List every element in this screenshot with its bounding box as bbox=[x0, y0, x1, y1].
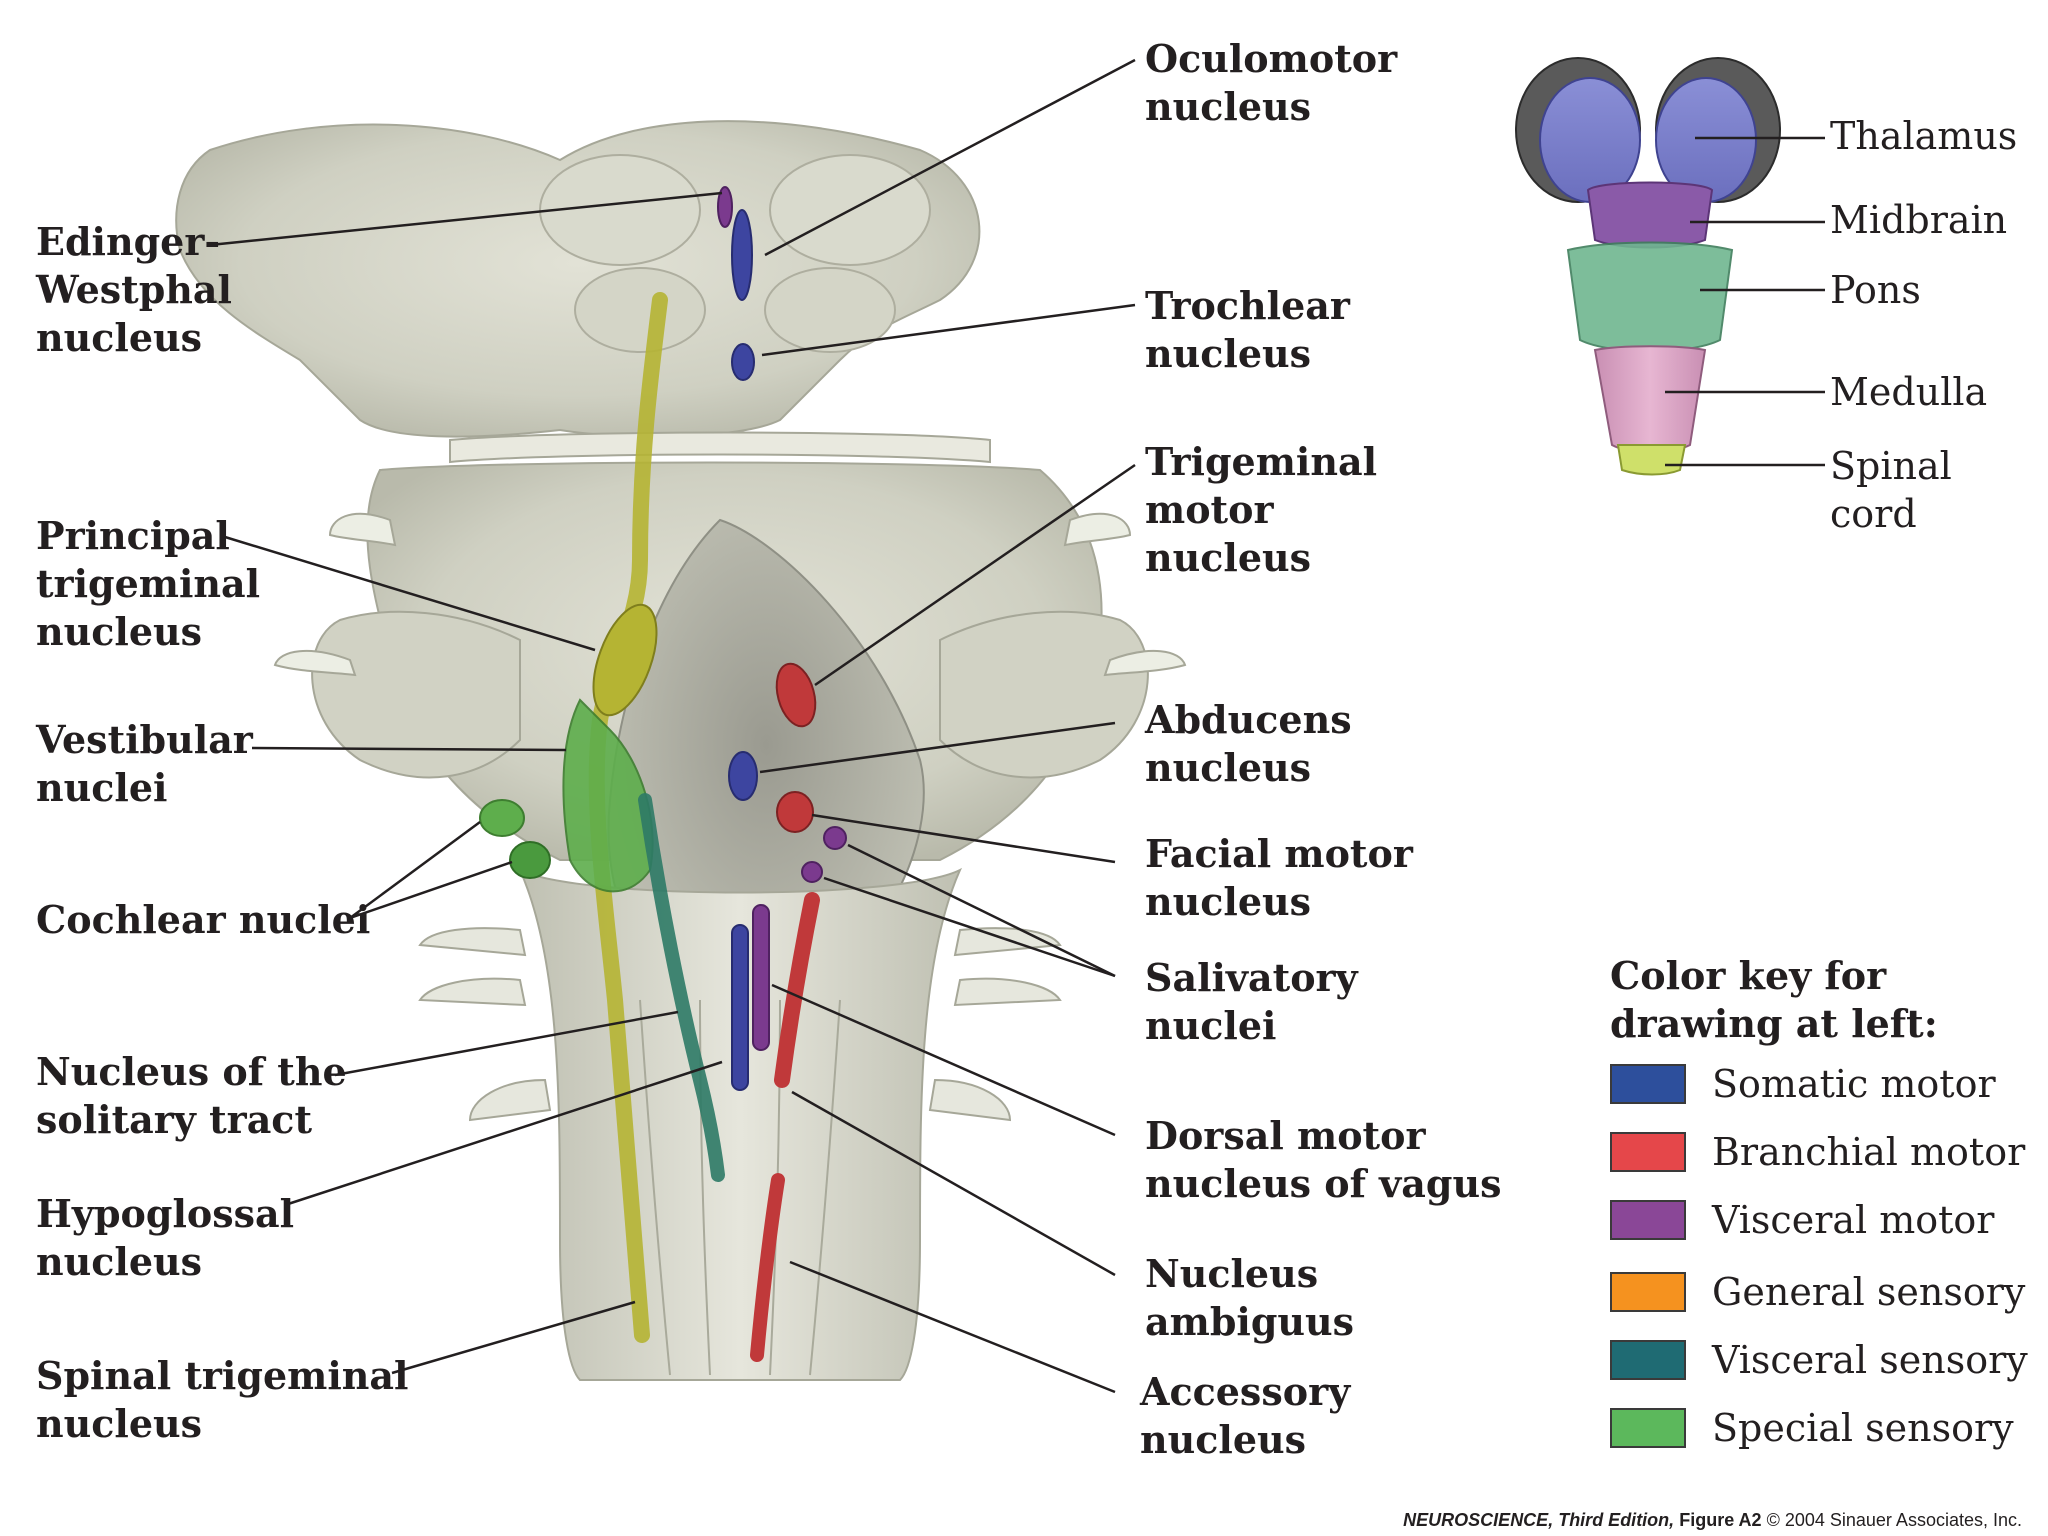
label-edinger-westphal: Edinger- Westphal nucleus bbox=[36, 219, 232, 360]
color-key-swatch bbox=[1610, 1200, 1686, 1240]
ventral-cochlear-nucleus bbox=[509, 841, 551, 879]
credit-copyright: © 2004 Sinauer Associates, Inc. bbox=[1766, 1510, 2022, 1530]
color-key-item: General sensory bbox=[1610, 1270, 2025, 1314]
color-key-label: Visceral motor bbox=[1712, 1198, 1995, 1242]
label-facial-motor: Facial motor nucleus bbox=[1145, 831, 1413, 924]
nucleus-ambiguus-shape bbox=[774, 892, 820, 1088]
color-key-item: Special sensory bbox=[1610, 1406, 2014, 1450]
color-key-item: Branchial motor bbox=[1610, 1130, 2025, 1174]
cranial-nerve-nuclei bbox=[479, 186, 847, 1362]
inset-brain bbox=[1515, 57, 1781, 476]
label-principal-trigeminal: Principal trigeminal nucleus bbox=[36, 513, 261, 654]
color-key-label: Somatic motor bbox=[1712, 1062, 1996, 1106]
vestibular-nuclei-shape bbox=[562, 698, 654, 893]
brainstem-body bbox=[175, 120, 1187, 1381]
color-key-item: Visceral motor bbox=[1610, 1198, 1994, 1242]
dorsal-motor-vagus-shape bbox=[752, 904, 770, 1051]
dorsal-cochlear-nucleus bbox=[479, 799, 525, 837]
figure-credit: NEUROSCIENCE, Third Edition, Figure A2 ©… bbox=[1403, 1510, 2022, 1530]
edinger-westphal-shape bbox=[717, 186, 733, 228]
solitary-tract-column bbox=[638, 793, 725, 1182]
oculomotor-nucleus-shape bbox=[731, 209, 753, 301]
label-accessory: Accessory nucleus bbox=[1140, 1369, 1351, 1462]
color-key-item: Somatic motor bbox=[1610, 1062, 1996, 1106]
inset-label-medulla: Medulla bbox=[1830, 370, 1988, 414]
color-key-label: Visceral sensory bbox=[1712, 1338, 2028, 1382]
label-dorsal-motor-vagus: Dorsal motor nucleus of vagus bbox=[1145, 1113, 1502, 1206]
label-salivatory: Salivatory nuclei bbox=[1145, 955, 1358, 1048]
inset-label-thalamus: Thalamus bbox=[1830, 114, 2018, 158]
label-vestibular: Vestibular nuclei bbox=[36, 717, 253, 810]
label-cochlear: Cochlear nuclei bbox=[36, 897, 371, 942]
label-oculomotor: Oculomotor nucleus bbox=[1145, 36, 1398, 129]
color-key-item: Visceral sensory bbox=[1610, 1338, 2028, 1382]
salivatory-nucleus-superior bbox=[823, 826, 847, 850]
inset-label-spinal-cord: Spinal cord bbox=[1830, 444, 1952, 536]
leader-lines bbox=[209, 58, 1136, 1394]
accessory-nucleus-shape bbox=[750, 1173, 785, 1362]
color-key-label: General sensory bbox=[1712, 1270, 2026, 1314]
label-trochlear: Trochlear nucleus bbox=[1145, 283, 1350, 376]
color-key-swatch bbox=[1610, 1272, 1686, 1312]
credit-book: NEUROSCIENCE, Third Edition, bbox=[1403, 1510, 1675, 1530]
trochlear-nucleus-shape bbox=[731, 343, 755, 381]
color-key-swatch bbox=[1610, 1340, 1686, 1380]
trigeminal-motor-shape bbox=[775, 662, 817, 728]
label-abducens: Abducens nucleus bbox=[1145, 697, 1352, 790]
label-spinal-trigeminal: Spinal trigeminal nucleus bbox=[36, 1353, 409, 1446]
color-key-title: Color key for drawing at left: bbox=[1610, 953, 1938, 1046]
label-solitary-tract: Nucleus of the solitary tract bbox=[36, 1049, 347, 1142]
color-key-label: Branchial motor bbox=[1712, 1130, 2026, 1174]
inset-label-midbrain: Midbrain bbox=[1830, 198, 2008, 242]
color-key-label: Special sensory bbox=[1712, 1406, 2014, 1450]
hypoglossal-nucleus-shape bbox=[731, 924, 749, 1091]
principal-trigeminal-body bbox=[592, 603, 658, 717]
label-trigeminal-motor: Trigeminal motor nucleus bbox=[1145, 439, 1378, 580]
label-nucleus-ambiguus: Nucleus ambiguus bbox=[1145, 1251, 1355, 1344]
label-hypoglossal: Hypoglossal nucleus bbox=[36, 1191, 295, 1284]
color-key-swatch bbox=[1610, 1408, 1686, 1448]
inset-label-pons: Pons bbox=[1830, 268, 1921, 312]
salivatory-nucleus-inferior bbox=[801, 861, 823, 883]
credit-figure: Figure A2 bbox=[1679, 1510, 1762, 1530]
abducens-nucleus-shape bbox=[728, 751, 758, 801]
facial-motor-shape bbox=[776, 791, 814, 833]
inset-leader-lines bbox=[1665, 136, 1825, 467]
color-key-swatch bbox=[1610, 1064, 1686, 1104]
color-key-swatch bbox=[1610, 1132, 1686, 1172]
